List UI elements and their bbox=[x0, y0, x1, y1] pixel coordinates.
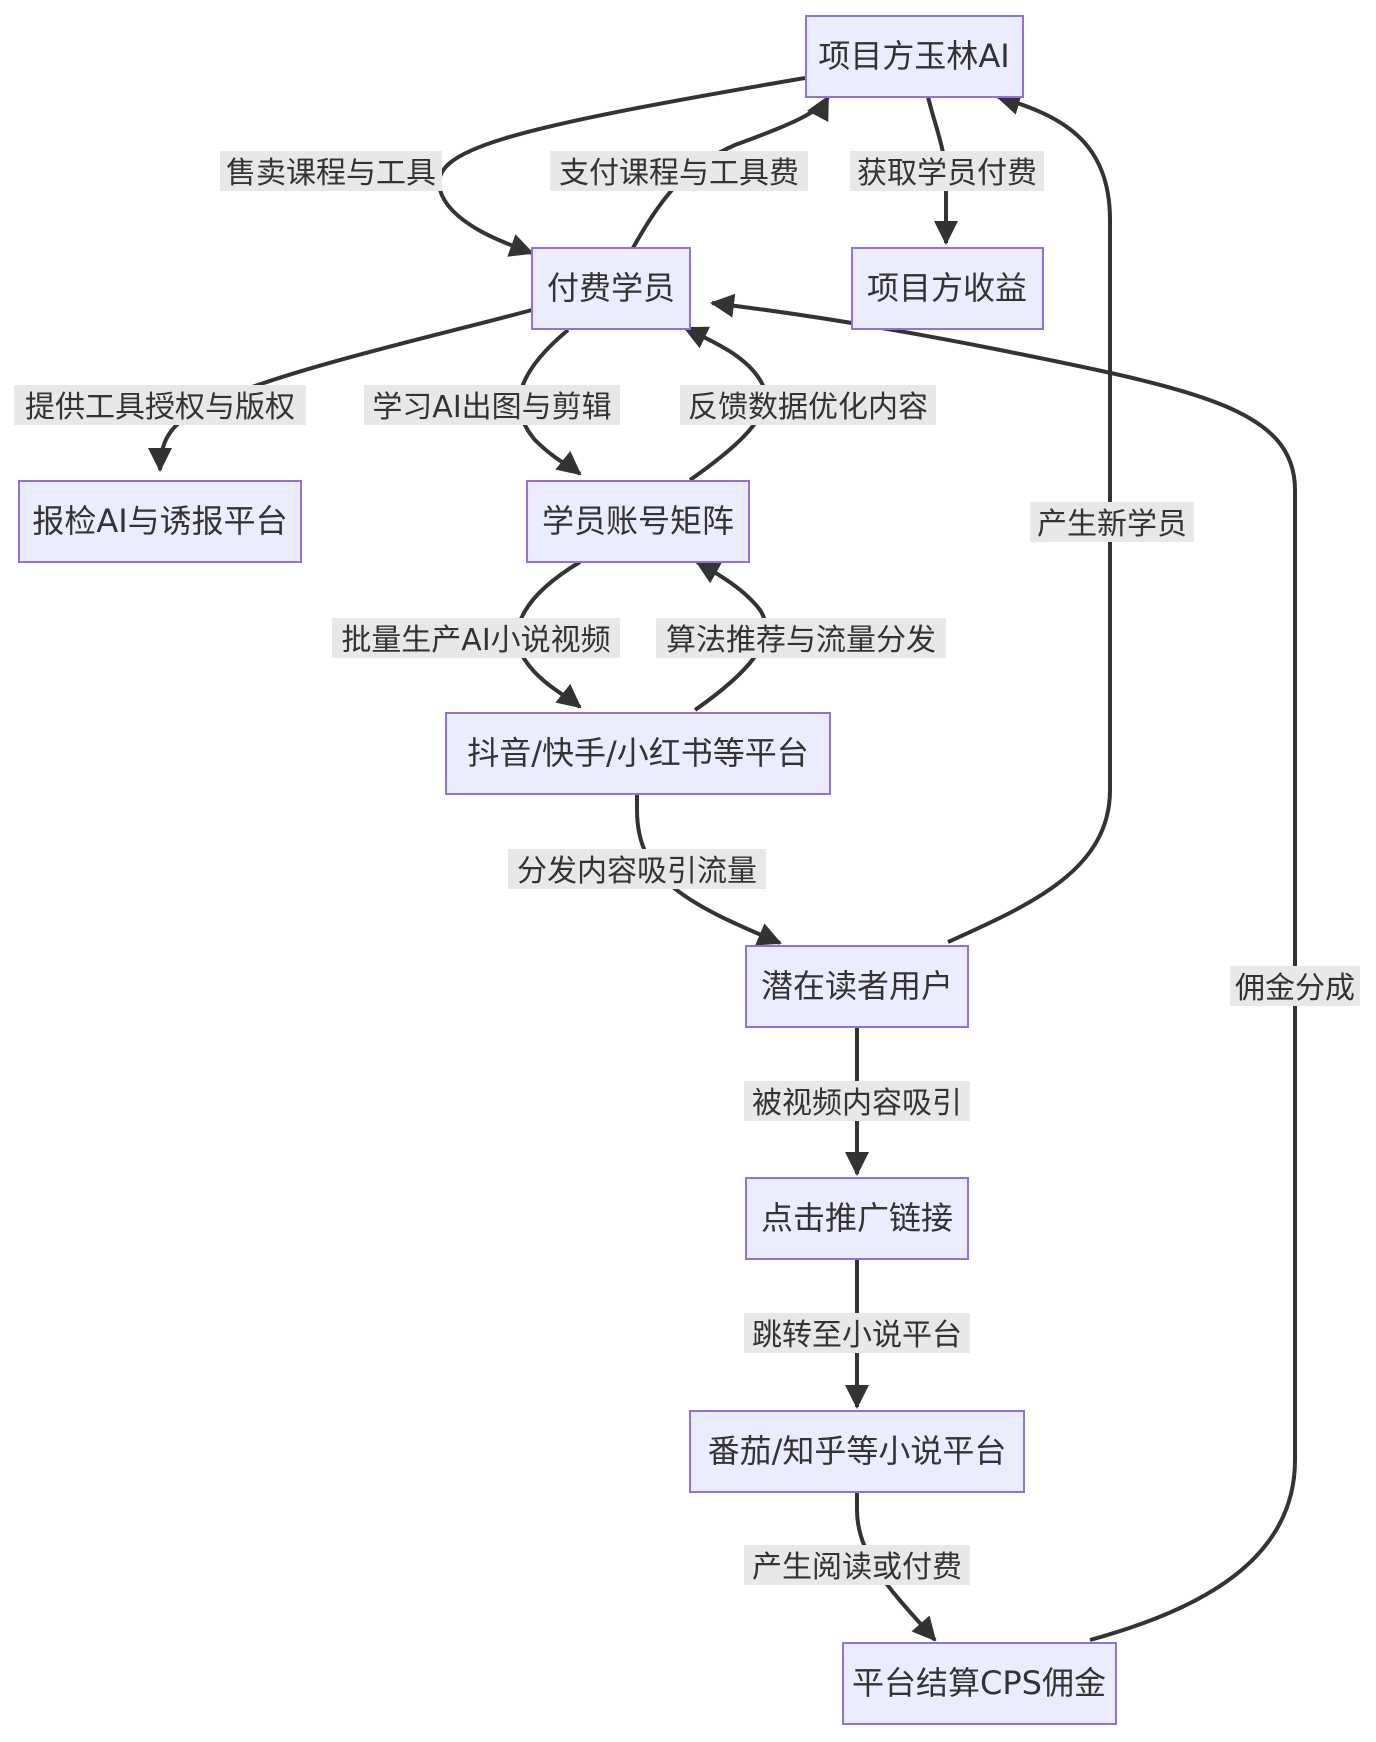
edge-pay bbox=[631, 95, 830, 249]
node-students: 付费学员 bbox=[531, 247, 691, 330]
svg-text:售卖课程与工具: 售卖课程与工具 bbox=[226, 156, 436, 191]
svg-text:学员账号矩阵: 学员账号矩阵 bbox=[542, 502, 734, 540]
svg-text:项目方收益: 项目方收益 bbox=[867, 269, 1027, 307]
svg-text:支付课程与工具费: 支付课程与工具费 bbox=[559, 156, 799, 191]
svg-text:获取学员付费: 获取学员付费 bbox=[857, 156, 1037, 191]
node-matrix: 学员账号矩阵 bbox=[526, 480, 750, 563]
svg-text:学习AI出图与剪辑: 学习AI出图与剪辑 bbox=[372, 390, 611, 425]
node-report-platform: 报检AI与诱报平台 bbox=[18, 480, 302, 563]
svg-text:项目方玉林AI: 项目方玉林AI bbox=[818, 37, 1009, 75]
edge-label-jump: 跳转至小说平台 bbox=[744, 1313, 970, 1353]
edge-commission bbox=[710, 293, 1297, 1642]
edge-label-income: 获取学员付费 bbox=[850, 151, 1044, 191]
node-platforms: 抖音/快手/小红书等平台 bbox=[445, 712, 831, 795]
edge-label-read-pay: 产生阅读或付费 bbox=[744, 1545, 970, 1585]
edge-label-distribute: 分发内容吸引流量 bbox=[508, 849, 766, 889]
node-project: 项目方玉林AI bbox=[805, 15, 1024, 98]
svg-text:被视频内容吸引: 被视频内容吸引 bbox=[752, 1086, 962, 1121]
edge-label-learn: 学习AI出图与剪辑 bbox=[364, 385, 620, 425]
node-novel-platform: 番茄/知乎等小说平台 bbox=[689, 1410, 1025, 1493]
edge-sell bbox=[437, 76, 806, 257]
svg-text:付费学员: 付费学员 bbox=[547, 269, 675, 307]
node-readers: 潜在读者用户 bbox=[745, 945, 969, 1028]
svg-text:佣金分成: 佣金分成 bbox=[1235, 971, 1355, 1006]
edge-label-feedback: 反馈数据优化内容 bbox=[680, 385, 936, 425]
edge-label-produce: 批量生产AI小说视频 bbox=[332, 618, 620, 658]
edge-label-pay: 支付课程与工具费 bbox=[550, 151, 808, 191]
svg-text:抖音/快手/小红书等平台: 抖音/快手/小红书等平台 bbox=[467, 734, 809, 772]
edge-label-sell: 售卖课程与工具 bbox=[220, 151, 442, 191]
edge-learn bbox=[517, 328, 582, 476]
edge-label-commission: 佣金分成 bbox=[1230, 966, 1360, 1006]
node-settle: 平台结算CPS佣金 bbox=[842, 1642, 1117, 1725]
edge-algo bbox=[693, 560, 768, 712]
node-revenue: 项目方收益 bbox=[851, 247, 1044, 330]
svg-text:产生新学员: 产生新学员 bbox=[1037, 507, 1187, 542]
svg-text:产生阅读或付费: 产生阅读或付费 bbox=[752, 1550, 962, 1585]
svg-text:批量生产AI小说视频: 批量生产AI小说视频 bbox=[341, 623, 610, 658]
node-click: 点击推广链接 bbox=[745, 1177, 969, 1260]
svg-text:跳转至小说平台: 跳转至小说平台 bbox=[752, 1318, 962, 1353]
svg-text:潜在读者用户: 潜在读者用户 bbox=[761, 967, 953, 1005]
svg-text:提供工具授权与版权: 提供工具授权与版权 bbox=[25, 390, 295, 425]
edge-label-attracted: 被视频内容吸引 bbox=[744, 1081, 970, 1121]
svg-text:算法推荐与流量分发: 算法推荐与流量分发 bbox=[666, 623, 936, 658]
edge-new-students bbox=[947, 91, 1112, 944]
edge-label-license: 提供工具授权与版权 bbox=[14, 385, 306, 425]
svg-text:番茄/知乎等小说平台: 番茄/知乎等小说平台 bbox=[708, 1432, 1007, 1470]
svg-text:点击推广链接: 点击推广链接 bbox=[761, 1199, 953, 1237]
edge-label-algo: 算法推荐与流量分发 bbox=[656, 618, 946, 658]
svg-text:报检AI与诱报平台: 报检AI与诱报平台 bbox=[32, 502, 287, 540]
edge-label-new-students: 产生新学员 bbox=[1030, 502, 1194, 542]
svg-text:平台结算CPS佣金: 平台结算CPS佣金 bbox=[852, 1664, 1106, 1702]
svg-text:反馈数据优化内容: 反馈数据优化内容 bbox=[688, 390, 928, 425]
svg-text:分发内容吸引流量: 分发内容吸引流量 bbox=[517, 854, 757, 889]
edge-feedback bbox=[683, 326, 768, 482]
